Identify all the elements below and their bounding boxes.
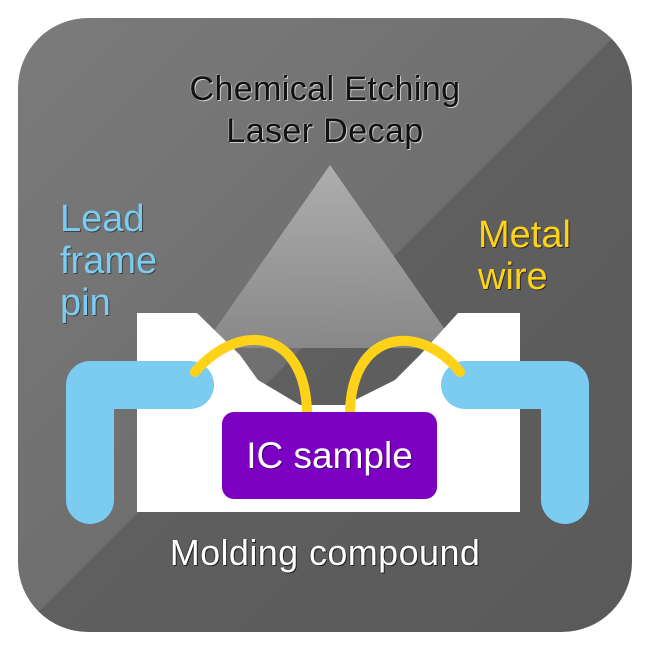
lead-frame-label-line-1: Lead bbox=[60, 198, 145, 240]
etch-method-label-1: Chemical Etching bbox=[189, 70, 461, 108]
lead-frame-label-line-2: frame bbox=[60, 240, 158, 282]
lead-frame-label-line-3: pin bbox=[60, 282, 111, 324]
ic-sample-label: IC sample bbox=[246, 434, 413, 476]
molding-compound-label: Molding compound bbox=[169, 532, 481, 573]
ic-die-icon: IC sample bbox=[222, 412, 437, 499]
metal-wire-label-line-1: Metal bbox=[478, 214, 571, 256]
metal-wire-label: Metal wire bbox=[478, 214, 571, 298]
metal-wire-label-line-2: wire bbox=[478, 256, 548, 298]
bond-wire-left-icon bbox=[190, 335, 312, 417]
lead-frame-label: Lead frame pin bbox=[60, 198, 157, 324]
lead-frame-pin-left-icon bbox=[66, 361, 214, 524]
etch-method-label-2: Laser Decap bbox=[226, 112, 424, 150]
lead-frame-pin-right-icon bbox=[441, 361, 589, 524]
decap-cone-icon bbox=[202, 165, 458, 348]
bond-wire-right-icon bbox=[345, 335, 465, 417]
